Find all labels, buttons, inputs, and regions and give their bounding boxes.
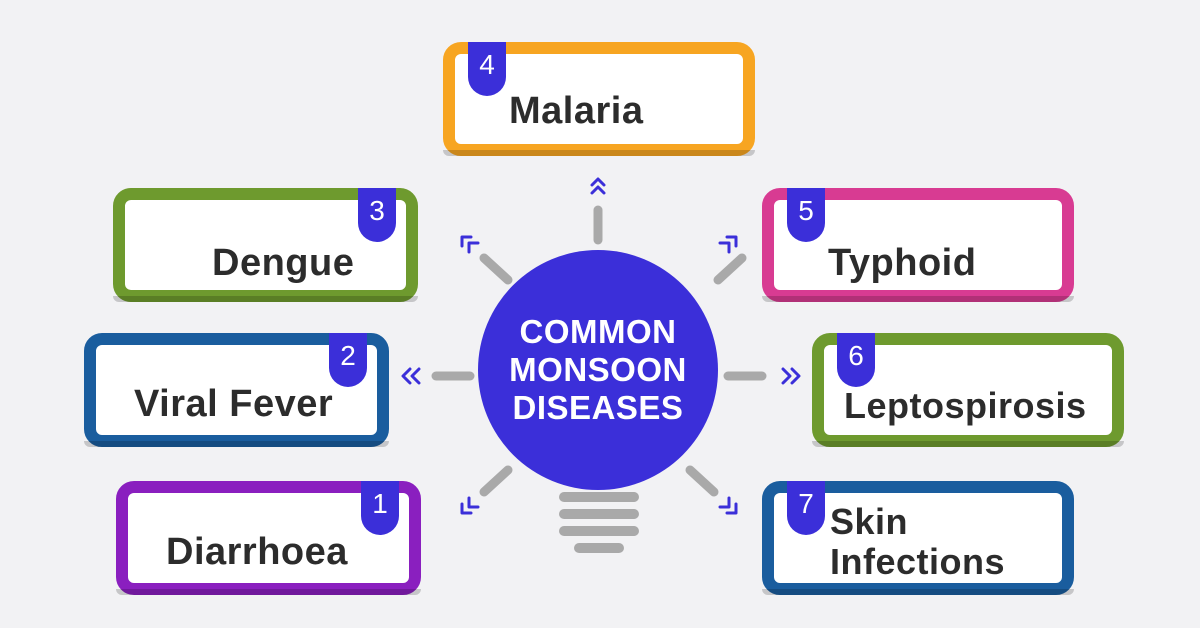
- label-dengue: Dengue: [212, 242, 355, 284]
- label-skin-infections-line2: Infections: [830, 541, 1006, 582]
- arrow-left-icon: [401, 367, 421, 385]
- card-typhoid: 5 Typhoid: [762, 188, 1074, 302]
- badge-1: 1: [361, 481, 399, 535]
- center-title-line2: MONSOON: [509, 351, 687, 388]
- badge-2: 2: [329, 333, 367, 387]
- badge-6: 6: [837, 333, 875, 387]
- label-malaria: Malaria: [509, 90, 644, 132]
- badge-7: 7: [787, 481, 825, 535]
- card-leptospirosis: 6 Leptospirosis: [812, 333, 1124, 447]
- card-dengue: 3 Dengue: [113, 188, 418, 302]
- arrow-up-right-icon: [718, 235, 738, 254]
- ray-top-right: [713, 253, 747, 285]
- ray-bottom-left: [479, 465, 513, 497]
- label-leptospirosis: Leptospirosis: [844, 385, 1087, 426]
- center-bulb: COMMON MONSOON DISEASES: [478, 250, 718, 490]
- arrow-down-left-icon: [460, 496, 480, 515]
- card-viral-fever: 2 Viral Fever: [84, 333, 389, 447]
- label-viral-fever: Viral Fever: [134, 383, 334, 425]
- arrow-right-icon: [781, 367, 801, 385]
- bulb-base-bar-2: [559, 509, 639, 519]
- bulb-base-bar-4: [574, 543, 624, 553]
- label-diarrhoea: Diarrhoea: [166, 531, 348, 573]
- arrow-up-icon: [590, 177, 606, 195]
- ray-top-left: [479, 253, 513, 285]
- badge-5: 5: [787, 188, 825, 242]
- label-typhoid: Typhoid: [828, 242, 977, 284]
- badge-3: 3: [358, 188, 396, 242]
- card-malaria: 4 Malaria: [443, 42, 755, 156]
- ray-bottom-right: [685, 465, 719, 497]
- bulb-base-bar-3: [559, 526, 639, 536]
- label-skin-infections-line1: Skin: [830, 501, 909, 542]
- bulb-base-bar-1: [559, 492, 639, 502]
- center-title-line3: DISEASES: [512, 389, 684, 426]
- center-title-line1: COMMON: [519, 313, 677, 350]
- arrow-up-left-icon: [460, 235, 480, 254]
- card-diarrhoea: 1 Diarrhoea: [116, 481, 421, 595]
- card-skin-infections: 7 Skin Infections: [762, 481, 1074, 595]
- badge-4: 4: [468, 42, 506, 96]
- arrow-down-right-icon: [718, 496, 738, 515]
